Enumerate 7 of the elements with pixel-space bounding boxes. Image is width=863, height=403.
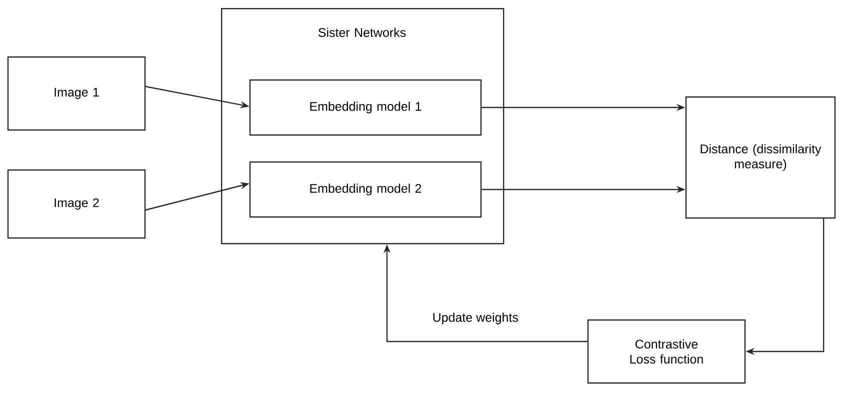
process-box: Contrastive Loss function [587,319,746,384]
process-box: Image 1 [7,56,146,131]
process-box: Distance (dissimilarity measure) [685,96,836,219]
process-box: Embedding model 1 [249,79,482,136]
edge-label: Update weights [430,310,520,326]
process-box: Image 2 [7,169,146,239]
process-box: Embedding model 2 [249,161,482,218]
